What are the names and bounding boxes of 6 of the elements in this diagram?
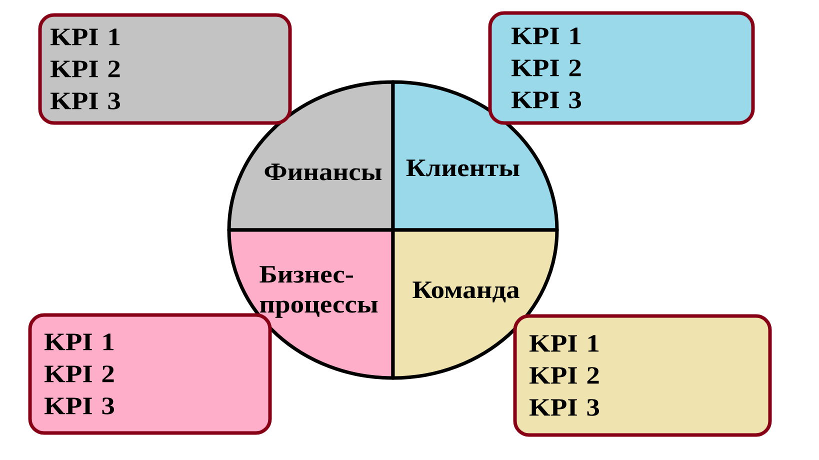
circle-quadrant: Финансы	[227, 80, 395, 232]
kpi-box: KPI 1 KPI 2 KPI 3	[488, 11, 755, 125]
kpi-box: KPI 1 KPI 2 KPI 3	[28, 313, 272, 435]
circle-quadrant: Бизнес-процессы	[227, 228, 395, 380]
kpi-box: KPI 1 KPI 2 KPI 3	[38, 13, 292, 125]
kpi-box: KPI 1 KPI 2 KPI 3	[513, 314, 772, 437]
